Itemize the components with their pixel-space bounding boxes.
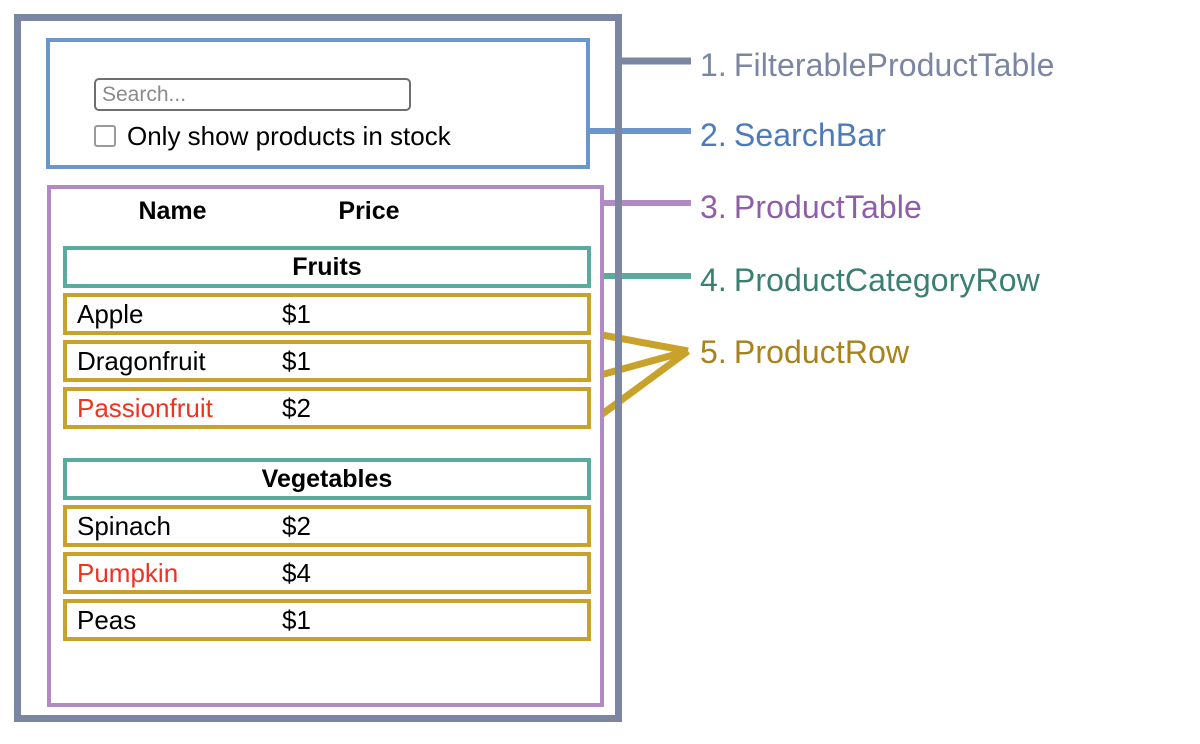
legend-number: 1. (700, 47, 727, 83)
legend-label: ProductTable (733, 189, 922, 225)
product-name: Pumpkin (77, 557, 179, 588)
product-category-label: Vegetables (261, 464, 393, 493)
legend-number: 3. (700, 189, 727, 225)
product-table-header: Name Price (51, 197, 600, 235)
product-row: Passionfruit $2 (63, 387, 591, 429)
product-name: Peas (77, 604, 137, 635)
legend-item-filterable-product-table: 1.FilterableProductTable (700, 47, 1054, 84)
column-header-price: Price (338, 197, 400, 225)
legend-item-product-category-row: 4.ProductCategoryRow (700, 262, 1040, 299)
product-price: $2 (282, 392, 311, 423)
product-category-row: Fruits (63, 246, 591, 288)
product-price: $1 (282, 345, 311, 376)
product-row: Pumpkin $4 (63, 552, 591, 594)
legend-number: 4. (700, 262, 727, 298)
product-row: Apple $1 (63, 293, 591, 335)
in-stock-checkbox-label: Only show products in stock (127, 121, 451, 151)
category-group-spacer (63, 434, 591, 458)
legend-item-search-bar: 2.SearchBar (700, 117, 886, 154)
search-input[interactable] (94, 78, 411, 111)
legend-label: ProductRow (733, 334, 910, 370)
legend-item-product-table: 3.ProductTable (700, 189, 922, 226)
legend-label: ProductCategoryRow (733, 262, 1040, 298)
product-category-label: Fruits (292, 252, 362, 281)
product-table-box: Name Price Fruits Apple $1 Dragonfruit $… (47, 185, 604, 707)
product-row: Peas $1 (63, 599, 591, 641)
legend-label: FilterableProductTable (733, 47, 1055, 83)
product-price: $2 (282, 510, 311, 541)
in-stock-checkbox[interactable] (94, 125, 116, 147)
product-price: $4 (282, 557, 311, 588)
product-name: Spinach (77, 510, 171, 541)
legend-item-product-row: 5.ProductRow (700, 334, 909, 371)
product-row: Dragonfruit $1 (63, 340, 591, 382)
filterable-product-table-box (14, 14, 622, 722)
legend-label: SearchBar (733, 117, 886, 153)
product-category-row: Vegetables (63, 458, 591, 500)
product-name: Passionfruit (77, 392, 213, 423)
product-name: Dragonfruit (77, 345, 206, 376)
product-rows-area: Fruits Apple $1 Dragonfruit $1 Passionfr… (63, 246, 591, 646)
legend-number: 5. (700, 334, 727, 370)
product-price: $1 (282, 604, 311, 635)
product-row: Spinach $2 (63, 505, 591, 547)
product-name: Apple (77, 298, 144, 329)
search-bar-box: Only show products in stock (46, 38, 590, 169)
column-header-name: Name (138, 197, 207, 225)
legend-number: 2. (700, 117, 727, 153)
product-price: $1 (282, 298, 311, 329)
in-stock-filter-row[interactable]: Only show products in stock (94, 123, 451, 149)
